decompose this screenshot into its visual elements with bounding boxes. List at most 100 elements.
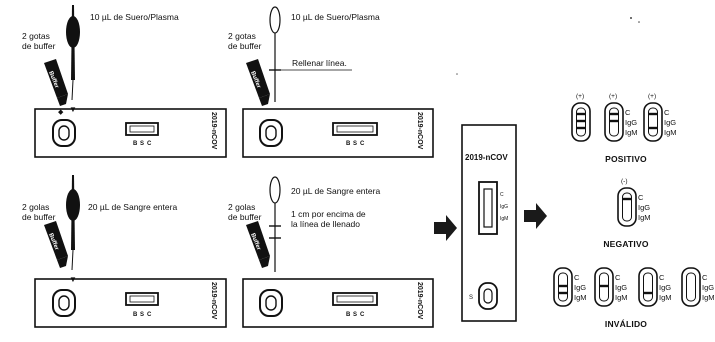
- result-band-igg: [559, 284, 567, 288]
- result-band-igm: [577, 126, 585, 130]
- result-window: [617, 187, 637, 227]
- result-line-label-igg: IgG: [615, 283, 627, 292]
- result-line-label-igm: IgM: [702, 293, 715, 302]
- result-window: [643, 102, 663, 142]
- result-line-label-igm: IgM: [574, 293, 587, 302]
- note-line1: 1 cm por encima de: [291, 209, 366, 219]
- result-band-c: [649, 112, 657, 116]
- result-title-negative: NEGATIVO: [603, 239, 649, 249]
- result-sign: (+): [648, 93, 656, 100]
- result-window: [604, 102, 624, 142]
- result-line-label-igg: IgG: [702, 283, 714, 292]
- result-line-label-c: C: [615, 273, 621, 282]
- buffer-label-line1: 2 gotas: [22, 31, 50, 41]
- buffer-label-line2: de buffer: [22, 212, 56, 222]
- cassette-icon-b: B: [346, 141, 351, 147]
- cassette-icon-b: B: [133, 141, 138, 147]
- result-window: [638, 267, 658, 307]
- note-line1: Rellenar línea.: [292, 58, 347, 68]
- result-line-label-igm: IgM: [625, 128, 638, 137]
- buffer-label-line2: de buffer: [22, 41, 56, 51]
- result-line-label-c: C: [625, 108, 631, 117]
- buffer-bottle: Buffer ◆: [44, 59, 68, 116]
- result-line-label-c: C: [664, 108, 670, 117]
- result-title-positive: POSITIVO: [605, 154, 647, 164]
- test-cassette: B S C 2019-nCOV: [34, 278, 227, 328]
- result-line-label-igm: IgM: [659, 293, 672, 302]
- result-band-igm: [649, 126, 657, 130]
- result-band-igg: [600, 284, 608, 288]
- dropper: ▼: [66, 5, 80, 114]
- result-line-label-igm: IgM: [664, 128, 677, 137]
- test-cassette: B S C 2019-nCOV: [242, 108, 434, 158]
- cassette-icon-s: S: [140, 312, 144, 318]
- result-sign: (+): [609, 93, 617, 100]
- cassette-icon-s: S: [353, 141, 357, 147]
- speck: [456, 73, 458, 75]
- cassette-icon-b: B: [133, 312, 138, 318]
- results-panel: POSITIVO NEGATIVO INVÁLIDO (+)(+)CIgGIgM…: [553, 93, 715, 329]
- result-line-label-c: C: [638, 193, 644, 202]
- pipette: [269, 176, 281, 272]
- result-strip: [648, 107, 658, 137]
- test-cassette: B S C 2019-nCOV: [242, 278, 434, 328]
- note-line2: la línea de llenado: [291, 219, 360, 229]
- sample-label: 20 µL de Sangre entera: [88, 202, 177, 212]
- result-strip: [643, 272, 653, 302]
- speck: [638, 21, 640, 23]
- cassette-id: 2019-nCOV: [210, 112, 217, 150]
- test-cassette: B S C 2019-nCOV: [34, 108, 227, 158]
- big-line-label-c: C: [500, 192, 504, 198]
- speck: [630, 17, 632, 19]
- buffer-label: 2 gotas de buffer: [22, 31, 56, 51]
- cassette-icon-s: S: [140, 141, 144, 147]
- result-strip: [622, 192, 632, 222]
- big-line-label-igm: IgM: [500, 216, 508, 222]
- result-line-label-igm: IgM: [638, 213, 651, 222]
- result-band-igm: [559, 291, 567, 295]
- result-band-c: [577, 112, 585, 116]
- dropper: ▼: [66, 175, 80, 284]
- result-window: [681, 267, 701, 307]
- pipette: [269, 6, 281, 102]
- result-band-igg: [577, 119, 585, 123]
- sample-label: 20 µL de Sangre entera: [291, 186, 380, 196]
- result-window: [571, 102, 591, 142]
- result-sign: (-): [621, 178, 628, 185]
- result-window: [594, 267, 614, 307]
- cassette-id: 2019-nCOV: [416, 282, 423, 320]
- cassette-icon-c: C: [147, 312, 152, 318]
- result-band-igm: [644, 291, 652, 295]
- result-line-label-igg: IgG: [638, 203, 650, 212]
- cassette-icon-b: B: [346, 312, 351, 318]
- buffer-bottle: Buffer: [246, 59, 270, 106]
- big-line-label-igg: IgG: [500, 204, 508, 210]
- cassette-icon-c: C: [360, 312, 365, 318]
- step-panel-2: 2 gotas de buffer 10 µL de Suero/Plasma …: [228, 6, 434, 158]
- result-strip: [558, 272, 568, 302]
- result-title-invalid: INVÁLIDO: [605, 319, 647, 329]
- sample-label: 10 µL de Suero/Plasma: [291, 12, 380, 22]
- step-panel-1: 2 gotas de buffer 10 µL de Suero/Plasma …: [22, 5, 227, 158]
- arrow-right-icon: [434, 215, 457, 241]
- result-line-label-c: C: [702, 273, 708, 282]
- step-panel-3: 2 golas de buffer 20 µL de Sangre entera…: [22, 175, 227, 328]
- cassette-icon-s: S: [353, 312, 357, 318]
- buffer-label-line2: de buffer: [228, 212, 262, 222]
- result-line-label-igm: IgM: [615, 293, 628, 302]
- cassette-id: 2019-nCOV: [416, 112, 423, 150]
- positive-window-1: [571, 102, 591, 142]
- cassette-icon-c: C: [360, 141, 365, 147]
- result-line-label-igg: IgG: [664, 118, 676, 127]
- big-test-cassette: 2019-nCOV C IgG IgM S: [461, 124, 517, 322]
- buffer-label-line2: de buffer: [228, 41, 262, 51]
- result-line-label-igg: IgG: [625, 118, 637, 127]
- cassette-icon-c: C: [147, 141, 152, 147]
- arrow-right-icon: [524, 203, 547, 229]
- result-line-label-c: C: [574, 273, 580, 282]
